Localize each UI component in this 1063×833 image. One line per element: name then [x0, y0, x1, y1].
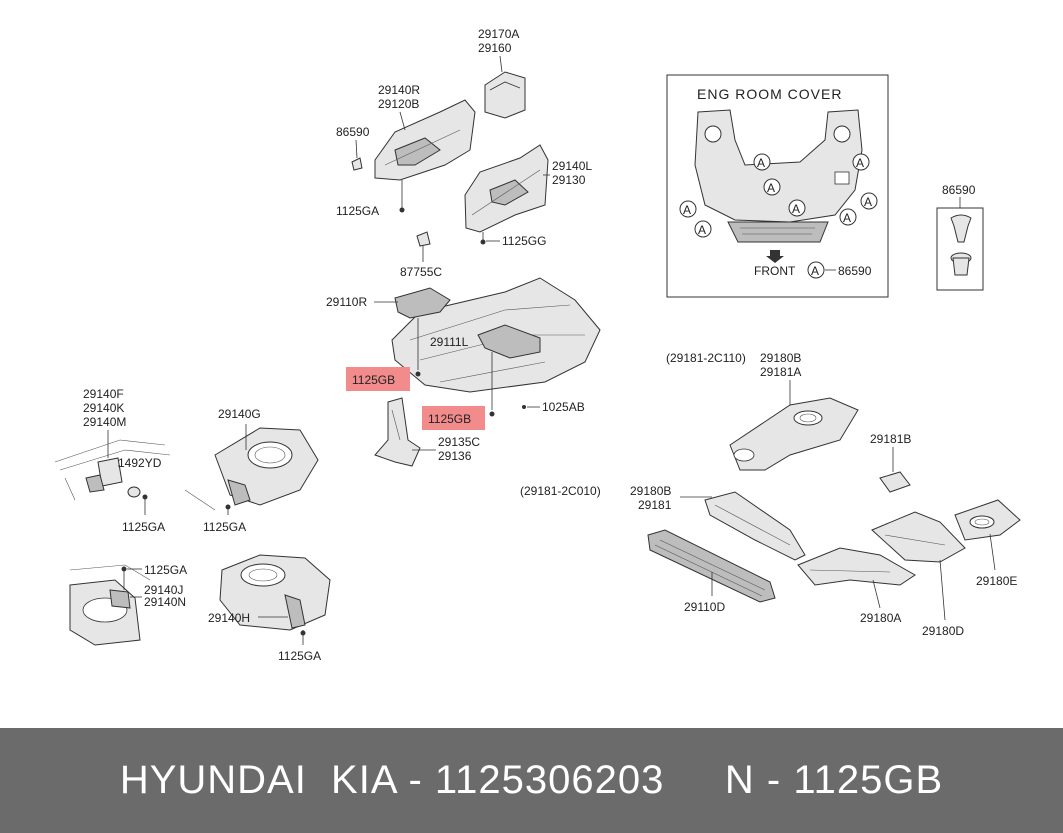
- label-86590-box: 86590: [942, 183, 976, 197]
- panel-29140L: [464, 144, 550, 245]
- label-1125GB-1: 1125GB: [352, 373, 395, 387]
- panel-29140R: [374, 99, 476, 213]
- inset-title: ENG ROOM COVER: [697, 86, 842, 102]
- label-86590: 86590: [336, 125, 370, 139]
- label-29140J: 29140J: [144, 583, 183, 597]
- front-arrow-icon: [766, 250, 784, 263]
- label-29140G: 29140G: [218, 407, 261, 421]
- label-29181A: 29181A: [760, 365, 801, 379]
- bracket-29170A: [484, 55, 526, 119]
- label-29111L: 29111L: [430, 335, 469, 349]
- callout-a-8: A: [843, 211, 851, 225]
- label-29140L: 29140L: [552, 159, 592, 173]
- bracket-29135C: [374, 397, 436, 467]
- label-1025AB: 1025AB: [542, 400, 585, 414]
- label-29180E: 29180E: [976, 574, 1017, 588]
- label-29135C: 29135C: [438, 435, 480, 449]
- subframe: [374, 277, 601, 417]
- front-label: FRONT: [754, 264, 796, 278]
- cover-29180E: [954, 499, 1021, 571]
- label-29181: 29181: [638, 498, 672, 512]
- callout-markers: A A A A A A A A A: [679, 153, 878, 279]
- label-29180D: 29180D: [922, 624, 964, 638]
- label-29170A: 29170A: [478, 27, 519, 41]
- bracket-29140H: [219, 554, 331, 645]
- label-29140H: 29140H: [208, 611, 250, 625]
- label-29180B-1: 29180B: [760, 351, 801, 365]
- label-29140K: 29140K: [83, 401, 124, 415]
- footer-bar: HYUNDAI KIA - 1125306203 N - 1125GB: [0, 728, 1063, 833]
- label-29180A: 29180A: [860, 611, 901, 625]
- callout-a-6: A: [856, 156, 864, 170]
- highlight-1125GB-1: 1125GB: [346, 367, 410, 391]
- inset-label-86590: 86590: [838, 264, 872, 278]
- cover-29180D: [871, 511, 966, 621]
- label-29136: 29136: [438, 449, 472, 463]
- label-29140M: 29140M: [83, 415, 126, 429]
- label-1125GA-3: 1125GA: [203, 520, 246, 534]
- callout-a-9: A: [811, 264, 819, 278]
- label-29140N: 29140N: [144, 595, 186, 609]
- label-1125GG: 1125GG: [502, 234, 546, 248]
- label-29181-2C010: (29181-2C010): [520, 484, 601, 498]
- label-1492YD: 1492YD: [118, 456, 162, 470]
- label-29120B: 29120B: [378, 97, 419, 111]
- cover-29181-lower: [680, 491, 806, 561]
- label-1125GA-5: 1125GA: [278, 649, 321, 663]
- label-29140F: 29140F: [83, 387, 124, 401]
- cover-29180B-top: [729, 380, 859, 471]
- highlight-1125GB-2: 1125GB: [422, 406, 485, 430]
- callout-a-1: A: [757, 156, 765, 170]
- label-29140R: 29140R: [378, 83, 420, 97]
- label-29180B-2: 29180B: [630, 484, 671, 498]
- cover-29110D: [647, 529, 776, 603]
- callout-a-3: A: [792, 202, 800, 216]
- clip-86590: [351, 139, 363, 171]
- label-1125GA-2: 1125GA: [122, 520, 165, 534]
- parts-diagram: 29170A 29160 29140R 29120B 86590 1125GA …: [54, 27, 1021, 663]
- label-29110R: 29110R: [326, 295, 367, 309]
- label-29160: 29160: [478, 41, 512, 55]
- clip-87755C: [416, 231, 431, 262]
- cover-29180A: [797, 547, 916, 609]
- label-1125GA-1: 1125GA: [336, 204, 379, 218]
- clip-29181B: [879, 447, 911, 493]
- label-87755C: 87755C: [400, 265, 442, 279]
- callout-a-4: A: [683, 203, 691, 217]
- bracket-29140G: [184, 424, 319, 515]
- clip-box-86590: [936, 197, 984, 291]
- label-29181B: 29181B: [870, 432, 911, 446]
- inset-eng-room-cover: ENG ROOM COVER A A A A A A A A A F: [666, 74, 889, 298]
- bracket-29140J: [69, 564, 151, 646]
- callout-a-5: A: [698, 223, 706, 237]
- label-29130: 29130: [552, 173, 586, 187]
- label-29181-2C110: (29181-2C110): [666, 351, 746, 365]
- footer-part-number: HYUNDAI KIA - 1125306203 N - 1125GB: [119, 758, 944, 802]
- label-29110D: 29110D: [684, 600, 725, 614]
- callout-a-2: A: [767, 181, 775, 195]
- label-1125GB-2: 1125GB: [428, 412, 471, 426]
- bracket-29140F: [54, 430, 171, 515]
- callout-a-7: A: [864, 195, 872, 209]
- label-1125GA-4: 1125GA: [144, 563, 187, 577]
